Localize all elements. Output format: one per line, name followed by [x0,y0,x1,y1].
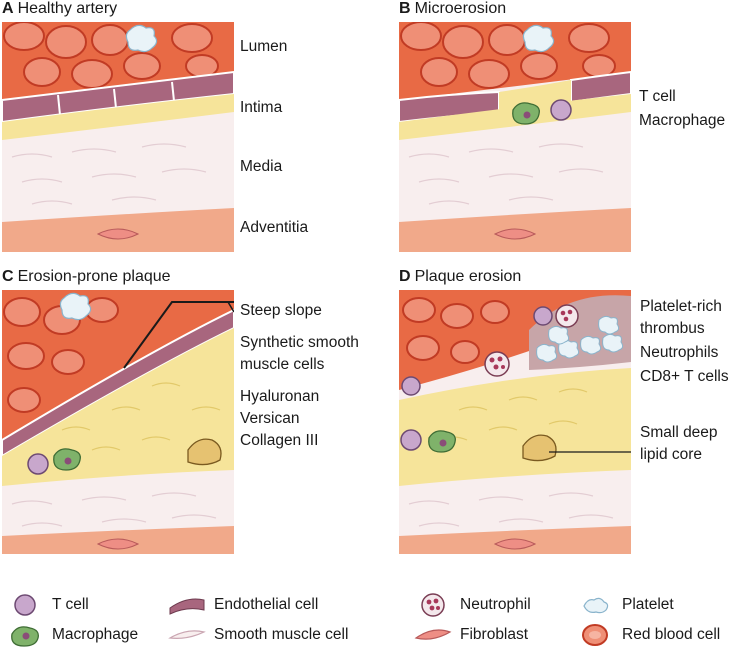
neutrophil-icon [414,592,452,618]
label-lumen: Lumen [240,38,288,55]
legend-item-smooth-muscle-cell: Smooth muscle cell [168,622,348,648]
panel-d-illustration [399,290,631,554]
panel-b-illustration [399,22,631,252]
legend-item-t-cell: T cell [6,592,89,618]
macrophage-icon [6,622,44,648]
endothelial-cell-icon [168,592,206,618]
legend-item-endothelial-cell: Endothelial cell [168,592,318,618]
legend-item-macrophage: Macrophage [6,622,138,648]
panel-c-illustration [2,290,234,554]
label-steep-slope: Steep slope [240,302,322,319]
label-media: Media [240,158,283,175]
label-thrombus: thrombus [640,320,705,337]
label-neutrophils: Neutrophils [640,344,719,361]
label-t-cell: T cell [639,88,676,105]
label-muscle-cells: muscle cells [240,356,325,373]
label-versican: Versican [240,410,300,427]
label-cd8-t-cells: CD8+ T cells [640,368,729,385]
smooth-muscle-cell-icon [168,622,206,648]
label-lipid-core: lipid core [640,446,703,463]
legend-item-neutrophil: Neutrophil [414,592,531,618]
panel-a-illustration [2,22,234,252]
label-adventitia: Adventitia [240,219,309,236]
label-macrophage: Macrophage [639,112,726,129]
platelet-icon [576,592,614,618]
label-hyaluronan: Hyaluronan [240,388,320,405]
label-collagen-iii: Collagen III [240,432,319,449]
legend: T cell Endothelial cell Neutrophil Plate… [0,590,750,650]
legend-item-fibroblast: Fibroblast [414,622,528,648]
tcell-icon [6,592,44,618]
legend-item-red-blood-cell: Red blood cell [576,622,720,648]
red-blood-cell-icon [576,622,614,648]
label-platelet-rich: Platelet-rich [640,298,722,315]
label-intima: Intima [240,99,283,116]
legend-item-platelet: Platelet [576,592,674,618]
label-small-deep: Small deep [640,424,718,441]
fibroblast-icon [414,622,452,648]
label-synthetic-smooth: Synthetic smooth [240,334,359,351]
